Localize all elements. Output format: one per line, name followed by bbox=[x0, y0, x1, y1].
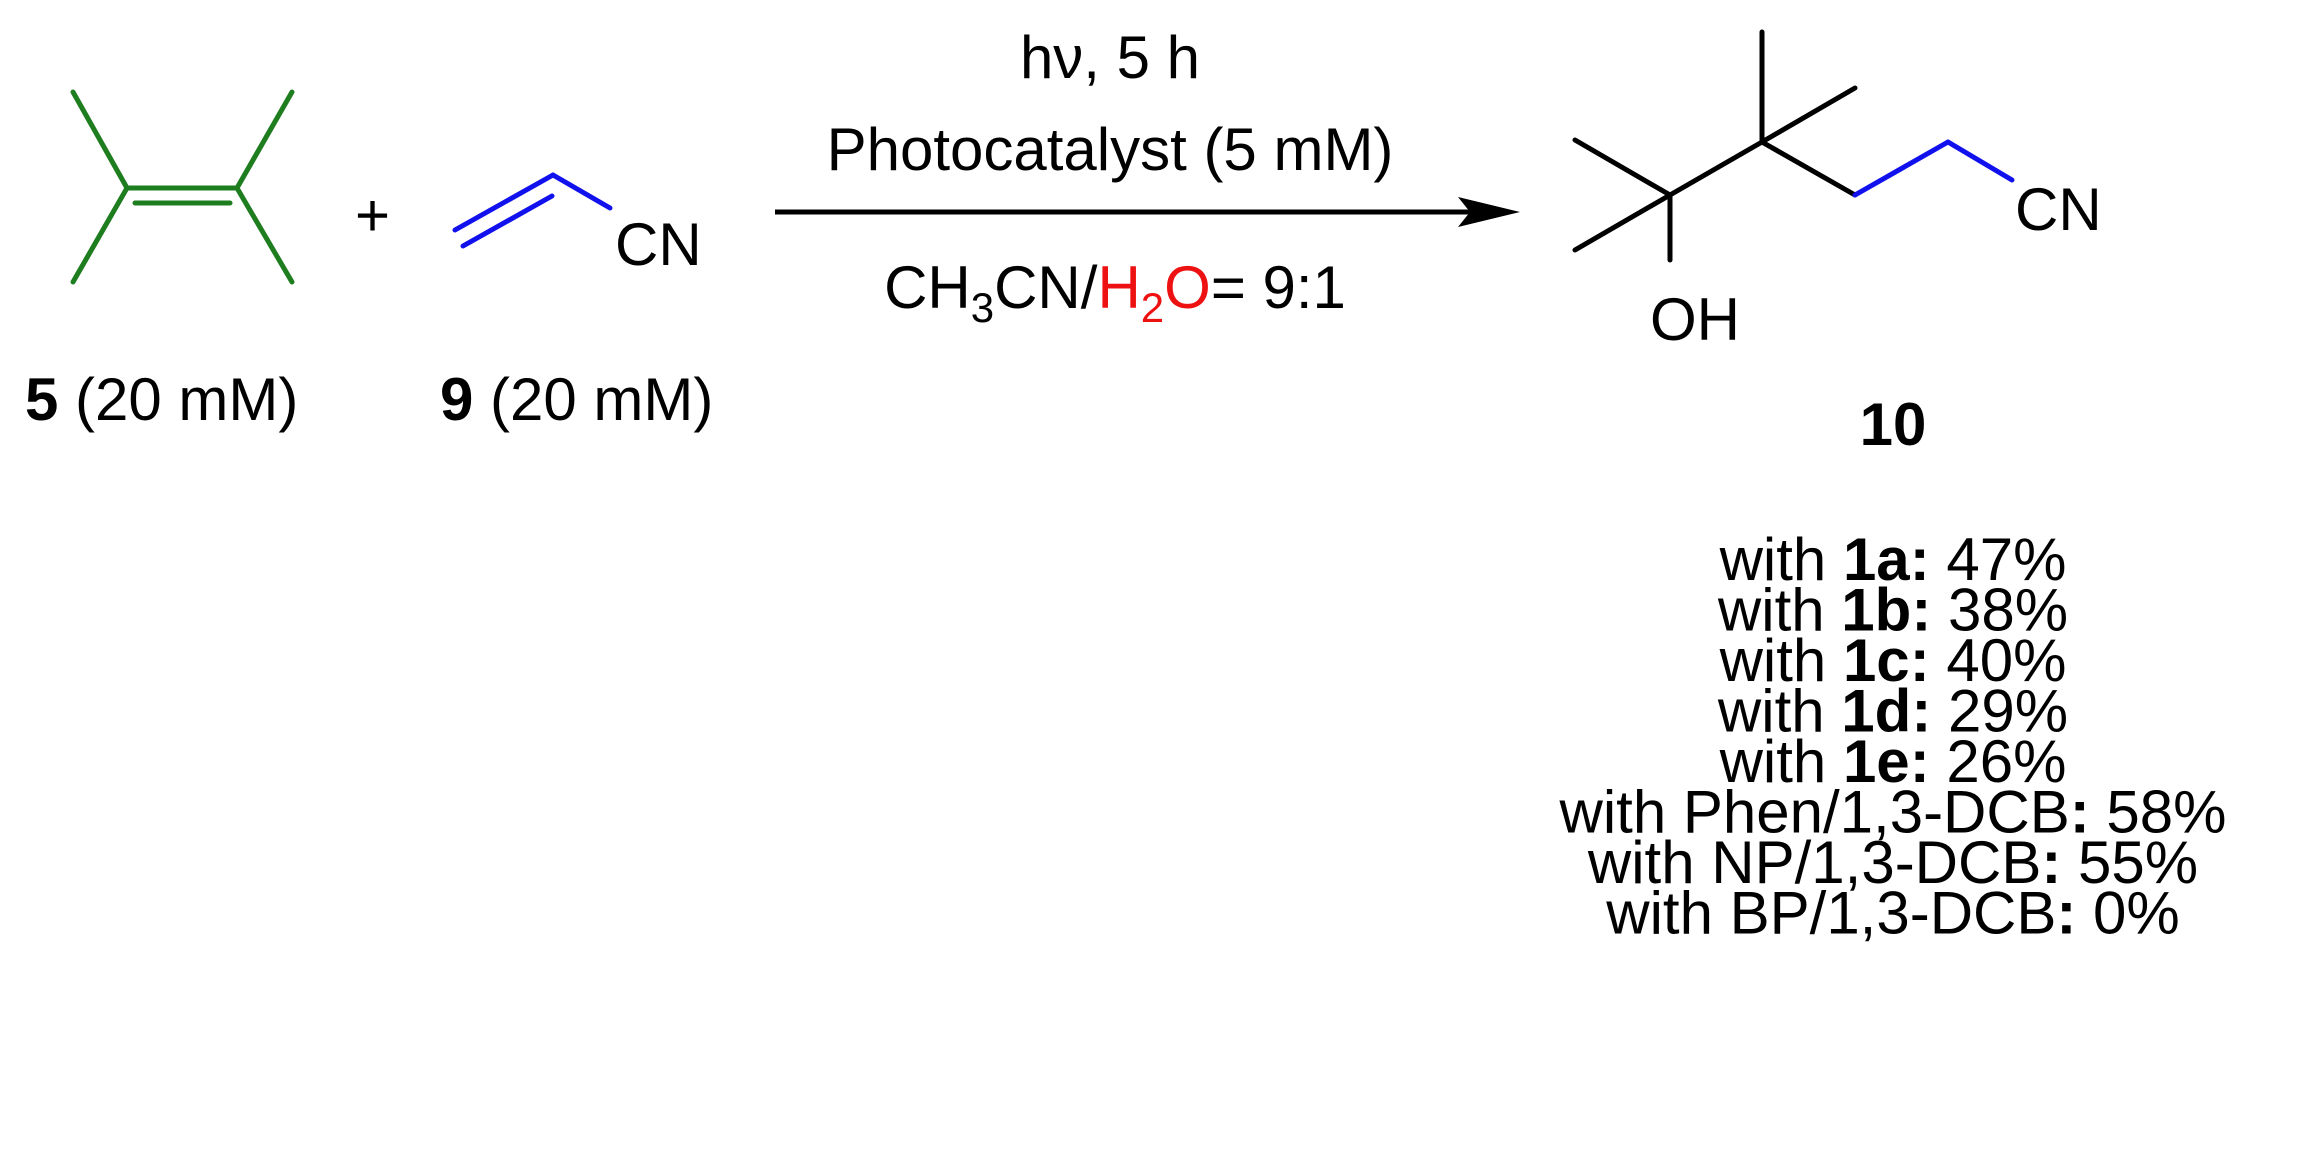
yield-prefix: with BP/1,3-DCB bbox=[1605, 880, 2056, 947]
yield-result-line: with Phen/1,3-DCB: 58% bbox=[1559, 779, 2227, 846]
bond bbox=[1572, 137, 1673, 198]
yield-colon: : bbox=[2070, 779, 2090, 846]
compound-5-conc: (20 mM) bbox=[58, 366, 298, 433]
yield-cat: 1d bbox=[1841, 678, 1911, 745]
yield-colon: : bbox=[2041, 829, 2061, 896]
bond bbox=[1759, 85, 1858, 145]
bond bbox=[1759, 139, 1858, 198]
compound-10-structure bbox=[1572, 29, 2015, 263]
bond bbox=[1852, 139, 1951, 198]
yield-yield: 58% bbox=[2090, 779, 2227, 846]
yield-result-line: with 1b: 38% bbox=[1717, 577, 2068, 644]
yield-result-line: with 1a: 47% bbox=[1719, 526, 2067, 593]
bond bbox=[550, 172, 613, 211]
yield-prefix: with bbox=[1719, 526, 1843, 593]
solvent-conditions: CH3CN/H2O= 9:1 bbox=[884, 254, 1346, 331]
compound-9-id: 9 bbox=[440, 366, 473, 433]
conditions-line-1: hν, 5 h bbox=[1020, 24, 1200, 91]
bond bbox=[70, 89, 130, 191]
nitrile-label: CN bbox=[615, 211, 702, 278]
yield-result-line: with 1e: 26% bbox=[1719, 728, 2067, 795]
yield-cat: 1b bbox=[1841, 577, 1911, 644]
yield-prefix: with NP/1,3-DCB bbox=[1587, 829, 2041, 896]
yield-prefix: with bbox=[1719, 728, 1843, 795]
reaction-arrow bbox=[775, 197, 1520, 227]
double-bond-inner bbox=[460, 193, 555, 249]
yield-yield: 47% bbox=[1930, 526, 2067, 593]
bond bbox=[70, 185, 130, 285]
bond bbox=[234, 89, 295, 191]
yield-result-line: with 1c: 40% bbox=[1719, 627, 2067, 694]
bond bbox=[234, 185, 295, 285]
yield-colon: : bbox=[2056, 880, 2076, 947]
yield-result-line: with NP/1,3-DCB: 55% bbox=[1587, 829, 2198, 896]
yield-prefix: with bbox=[1719, 627, 1843, 694]
compound-5-structure bbox=[70, 89, 295, 285]
compound-9-conc: (20 mM) bbox=[473, 366, 713, 433]
compound-9-structure bbox=[452, 172, 613, 249]
compound-9-label: 9 (20 mM) bbox=[440, 366, 713, 433]
bond bbox=[1667, 139, 1765, 198]
yield-results: with 1a: 47%with 1b: 38%with 1c: 40%with… bbox=[1559, 526, 2227, 947]
yield-cat: 1a bbox=[1843, 526, 1910, 593]
yield-colon: : bbox=[1910, 627, 1930, 694]
yield-yield: 40% bbox=[1930, 627, 2067, 694]
plus-sign: + bbox=[355, 182, 390, 249]
yield-yield: 26% bbox=[1930, 728, 2067, 795]
yield-yield: 0% bbox=[2076, 880, 2179, 947]
yield-yield: 29% bbox=[1931, 678, 2068, 745]
yield-result-line: with BP/1,3-DCB: 0% bbox=[1605, 880, 2180, 947]
yield-prefix: with Phen/1,3-DCB bbox=[1559, 779, 2070, 846]
yield-colon: : bbox=[1910, 728, 1930, 795]
yield-colon: : bbox=[1910, 526, 1930, 593]
bond bbox=[1945, 139, 2015, 183]
yield-yield: 55% bbox=[2061, 829, 2198, 896]
compound-5-id: 5 bbox=[25, 366, 58, 433]
compound-5-label: 5 (20 mM) bbox=[25, 366, 298, 433]
product-nitrile-label: CN bbox=[2015, 176, 2102, 243]
yield-yield: 38% bbox=[1931, 577, 2068, 644]
yield-cat: 1c bbox=[1843, 627, 1910, 694]
hydroxyl-label: OH bbox=[1650, 286, 1740, 353]
conditions-line-2: Photocatalyst (5 mM) bbox=[827, 116, 1394, 183]
yield-colon: : bbox=[1911, 678, 1931, 745]
yield-colon: : bbox=[1911, 577, 1931, 644]
compound-10-label: 10 bbox=[1860, 391, 1927, 458]
yield-result-line: with 1d: 29% bbox=[1717, 678, 2068, 745]
yield-prefix: with bbox=[1717, 577, 1841, 644]
yield-prefix: with bbox=[1717, 678, 1841, 745]
bond bbox=[1572, 192, 1673, 253]
yield-cat: 1e bbox=[1843, 728, 1910, 795]
double-bond-main bbox=[452, 172, 556, 233]
